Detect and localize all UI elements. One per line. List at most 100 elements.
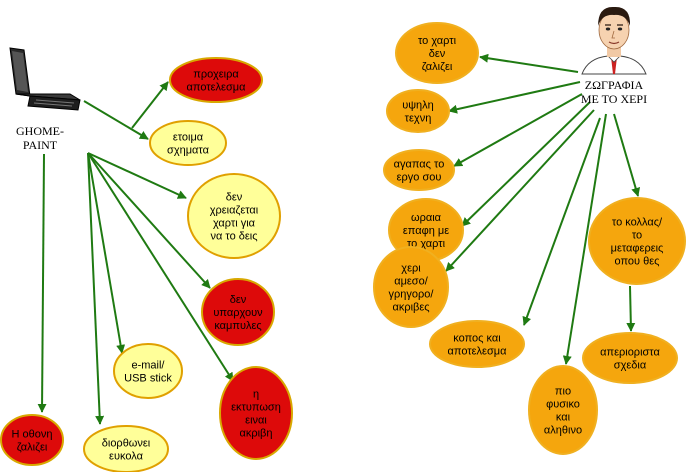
arrow-9 <box>479 53 579 73</box>
node-label-line: δεν <box>230 294 247 306</box>
node-label-line: αποτελεσμα <box>187 82 247 94</box>
node-label-line: χερι <box>401 263 421 275</box>
node-label-line: οπου θες <box>615 256 660 268</box>
node-label-line: υπαρχουν <box>213 307 263 319</box>
node-label: e-mail/USB stick <box>124 360 172 385</box>
arrow-4 <box>87 152 211 289</box>
node-shape <box>0 414 64 466</box>
node-shape <box>373 246 449 328</box>
node-shape <box>383 149 455 191</box>
node-label-line: το κολλας/ <box>612 217 663 229</box>
node-label-line: υψηλη <box>402 100 434 112</box>
node-label-line: προχειρα <box>193 69 239 81</box>
node-shape <box>201 278 275 346</box>
node-label-line: εργο σου <box>397 172 442 184</box>
hand-drawing-label: ΖΩΓΡΑΦΙΑ ΜΕ ΤΟ ΧΕΡΙ <box>580 78 648 106</box>
node-shape <box>169 57 263 103</box>
arrow-5 <box>87 152 126 354</box>
arrow-8 <box>87 152 105 425</box>
laptop-icon <box>9 47 81 111</box>
node-label-line: e-mail/ <box>131 360 165 372</box>
node-label-line: πιο <box>555 386 571 398</box>
arrow-15 <box>562 113 607 365</box>
node-shape <box>149 120 227 166</box>
node-label-line: δεν <box>226 192 243 204</box>
node-label-line: ακριβες <box>392 302 429 314</box>
arrow-14 <box>522 117 601 326</box>
node-label-line: χρειαζεται <box>210 205 259 217</box>
man-face-icon <box>581 6 647 75</box>
node-label-line: χαρτι για <box>213 218 256 230</box>
node-label-line: ζαλιζει <box>17 442 48 454</box>
node-shape <box>386 89 450 133</box>
node-label-line: φυσικο <box>546 399 580 411</box>
node-label-line: σχηματα <box>167 145 210 157</box>
node-shape <box>187 173 281 259</box>
node-label-line: επαφη με <box>403 225 449 237</box>
node-label-line: σχεδια <box>614 360 647 372</box>
node-shape <box>113 343 183 399</box>
arrow-11 <box>453 93 583 167</box>
node-label-line: USB stick <box>124 373 172 385</box>
arrow-10 <box>448 81 581 114</box>
node-label-line: ωραια <box>411 212 442 224</box>
node-label-line: καμπυλες <box>214 320 261 332</box>
arrow-7 <box>37 153 47 413</box>
node-label-line: αποτελεσμα <box>448 346 508 358</box>
node-shape <box>395 22 479 84</box>
node-label-line: απεριοριστα <box>600 347 660 359</box>
arrow-13 <box>445 109 595 272</box>
arrow-12 <box>461 101 591 227</box>
node-label-line: ακριβη <box>239 428 272 440</box>
arrow-17 <box>626 285 636 332</box>
node-label-line: να το δεις <box>210 231 257 243</box>
node-email: e-mail/USB stick <box>113 343 183 399</box>
node-label-line: το <box>632 230 642 242</box>
arrow-3 <box>87 152 187 199</box>
node-label-line: ευκολα <box>109 451 144 463</box>
node-label-line: κοπος και <box>453 333 501 345</box>
node-shape <box>83 425 169 472</box>
node-shape <box>588 197 686 285</box>
node-label-line: αγαπας το <box>394 159 445 171</box>
node-label-line: γρηγορο/ <box>389 289 435 301</box>
node-label-line: το χαρτι <box>418 35 457 47</box>
node-label-line: και <box>556 412 571 424</box>
node-label-line: δεν <box>429 48 446 60</box>
node-label-line: η <box>253 389 259 401</box>
node-label-line: τεχνη <box>405 113 432 125</box>
arrow-6 <box>87 152 234 382</box>
node-shape <box>528 365 598 455</box>
